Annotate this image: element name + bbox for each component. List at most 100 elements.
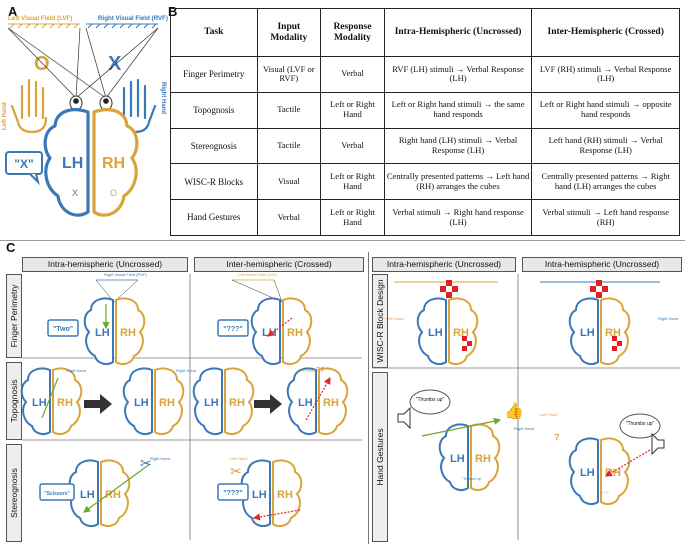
topo-uncrossed: Right Hand Right Hand: [20, 367, 196, 435]
svg-text:Left Hand: Left Hand: [386, 316, 403, 321]
task-table: Task Input Modality Response Modality In…: [170, 8, 680, 236]
cell-task: Hand Gestures: [170, 199, 258, 236]
lh-sub: X: [72, 188, 78, 198]
header-inter: Inter-Hemispheric (Crossed): [531, 8, 680, 57]
cell-inter: Centrally presented patterns → Right han…: [531, 163, 680, 201]
svg-text:Left Hand: Left Hand: [540, 412, 557, 417]
svg-text:Right Hand: Right Hand: [66, 368, 86, 373]
rvf-label: Right Visual Field (RVF): [98, 15, 168, 22]
cell-input: Tactile: [256, 91, 322, 129]
svg-text:"Two": "Two": [53, 326, 73, 333]
svg-text:"X": "X": [14, 157, 33, 171]
cell-input: Verbal: [256, 199, 322, 236]
wisc-second: Right Hand: [540, 280, 678, 365]
table-row: WISC-R Blocks Visual Left or Right Hand …: [170, 163, 680, 201]
speech-bubble: "X": [5, 151, 43, 186]
row-label-finger-perimetry: Finger Perimetry: [6, 274, 22, 358]
svg-text:Left Visual Field (LVF): Left Visual Field (LVF): [238, 272, 278, 277]
table-row: Hand Gestures Verbal Left or Right Hand …: [170, 199, 680, 236]
svg-text:Right Hand: Right Hand: [176, 368, 196, 373]
cell-intra: Verbal stimuli → Right hand response (LH…: [383, 199, 533, 236]
svg-text:"Thumbs up": "Thumbs up": [416, 397, 445, 403]
header-intra: Intra-Hemispheric (Uncrossed): [383, 8, 533, 57]
eye-icon: [69, 95, 113, 111]
scissors-icon: ✂: [230, 463, 242, 479]
left-hand-icon: [10, 78, 48, 134]
header-response-modality: Response Modality: [320, 8, 385, 57]
cell-intra: Left or Right hand stimuli → the same ha…: [383, 91, 533, 129]
gesture-second: "Thumbs up" Left Hand ? "???": [540, 412, 665, 505]
cell-response: Verbal: [320, 56, 385, 93]
right-hand-label: Right Hand: [160, 82, 166, 114]
cell-inter: Left hand (RH) stimuli → Verbal Response…: [531, 127, 680, 165]
topo-crossed: Left Hand ??: [192, 367, 349, 435]
svg-text:"Thumbs up": "Thumbs up": [626, 421, 655, 427]
right-hemisphere: [92, 108, 139, 217]
table-row: Stereognosis Tactile Verbal Right hand (…: [170, 127, 680, 165]
rh-label: RH: [102, 155, 125, 172]
header-task: Task: [170, 8, 258, 57]
row-label-wisc: WISC-R Block Design: [372, 274, 388, 368]
left-hand-label: Left Hand: [2, 102, 8, 130]
panel-a: Left Visual Field (LVF) Right Visual Fie…: [0, 0, 168, 238]
cell-task: Stereognosis: [170, 127, 258, 165]
row-label-topognosis: Topognosis: [6, 362, 22, 440]
lvf-label: Left Visual Field (LVF): [8, 15, 72, 22]
table-row: Topognosis Tactile Left or Right Hand Le…: [170, 91, 680, 129]
cell-task: WISC-R Blocks: [170, 163, 258, 201]
cell-task: Finger Perimetry: [170, 56, 258, 93]
panel-c: [0, 240, 685, 547]
cell-response: Left or Right Hand: [320, 163, 385, 201]
svg-text:??: ??: [316, 367, 325, 374]
cell-input: Visual (LVF or RVF): [256, 56, 322, 93]
svg-text:"Thumbs up": "Thumbs up": [462, 477, 483, 481]
cell-intra: Centrally presented patterns → Left hand…: [383, 163, 533, 201]
header-input-modality: Input Modality: [256, 8, 322, 57]
table-header-row: Task Input Modality Response Modality In…: [170, 8, 680, 57]
row-label-stereognosis: Stereognosis: [6, 444, 22, 542]
table-row: Finger Perimetry Visual (LVF or RVF) Ver…: [170, 56, 680, 93]
lh-label: LH: [62, 155, 83, 172]
fp-uncrossed: Right Visual Field (RVF) "Two": [47, 272, 147, 365]
svg-text:Left Hand: Left Hand: [298, 368, 315, 373]
gesture-uncrossed: "Thumbs up" 👍 Right Hand "Thumbs up": [397, 389, 534, 491]
cell-input: Tactile: [256, 127, 322, 165]
panel-c-letter: C: [6, 240, 16, 255]
svg-text:"???": "???": [223, 326, 242, 333]
thumbs-up-icon: 👍: [504, 401, 524, 420]
cell-response: Left or Right Hand: [320, 199, 385, 236]
panel-c-illustrations: LH RH Right Visual Field (RVF) "Two" Lef…: [20, 272, 680, 540]
svg-text:Left Hand: Left Hand: [230, 456, 247, 461]
stim-x: X: [108, 53, 122, 75]
cell-intra: RVF (LH) stimuli → Verbal Response (LH): [383, 56, 533, 93]
svg-text:Right Hand: Right Hand: [150, 456, 170, 461]
cell-response: Left or Right Hand: [320, 91, 385, 129]
stereo-uncrossed: Right Hand ✂ "Scissors": [39, 455, 170, 527]
panel-c-divider: [368, 252, 369, 544]
speaker-icon: [397, 406, 411, 430]
panel-a-letter: A: [8, 4, 18, 19]
stereo-crossed: Left Hand ✂ "???": [217, 456, 303, 527]
col-header-3: Intra-hemispheric (Uncrossed): [372, 257, 516, 272]
row-label-hand-gestures: Hand Gestures: [372, 372, 388, 542]
speaker-icon: [651, 432, 665, 456]
cell-inter: Left or Right hand stimuli → opposite ha…: [531, 91, 680, 129]
svg-text:"Scissors": "Scissors": [44, 491, 70, 497]
cell-intra: Right hand (LH) stimuli → Verbal Respons…: [383, 127, 533, 165]
svg-text:Right Hand: Right Hand: [658, 316, 678, 321]
svg-text:Right Visual Field (RVF): Right Visual Field (RVF): [104, 272, 147, 277]
scissors-icon: ✂: [140, 455, 152, 471]
svg-text:"???": "???": [600, 490, 610, 495]
col-header-1: Intra-hemispheric (Uncrossed): [22, 257, 188, 272]
col-header-2: Inter-hemispheric (Crossed): [194, 257, 364, 272]
rh-sub: O: [110, 188, 117, 198]
svg-text:?: ?: [554, 432, 560, 442]
cell-inter: Verbal stimuli → Left hand response (RH): [531, 199, 680, 236]
cell-task: Topognosis: [170, 91, 258, 129]
cell-response: Verbal: [320, 127, 385, 165]
cell-inter: LVF (RH) stimuli → Verbal Response (LH): [531, 56, 680, 93]
cell-input: Visual: [256, 163, 322, 201]
col-header-4: Intra-hemispheric (Uncrossed): [522, 257, 682, 272]
svg-text:"???": "???": [223, 490, 242, 497]
right-hand-icon: [119, 78, 157, 134]
